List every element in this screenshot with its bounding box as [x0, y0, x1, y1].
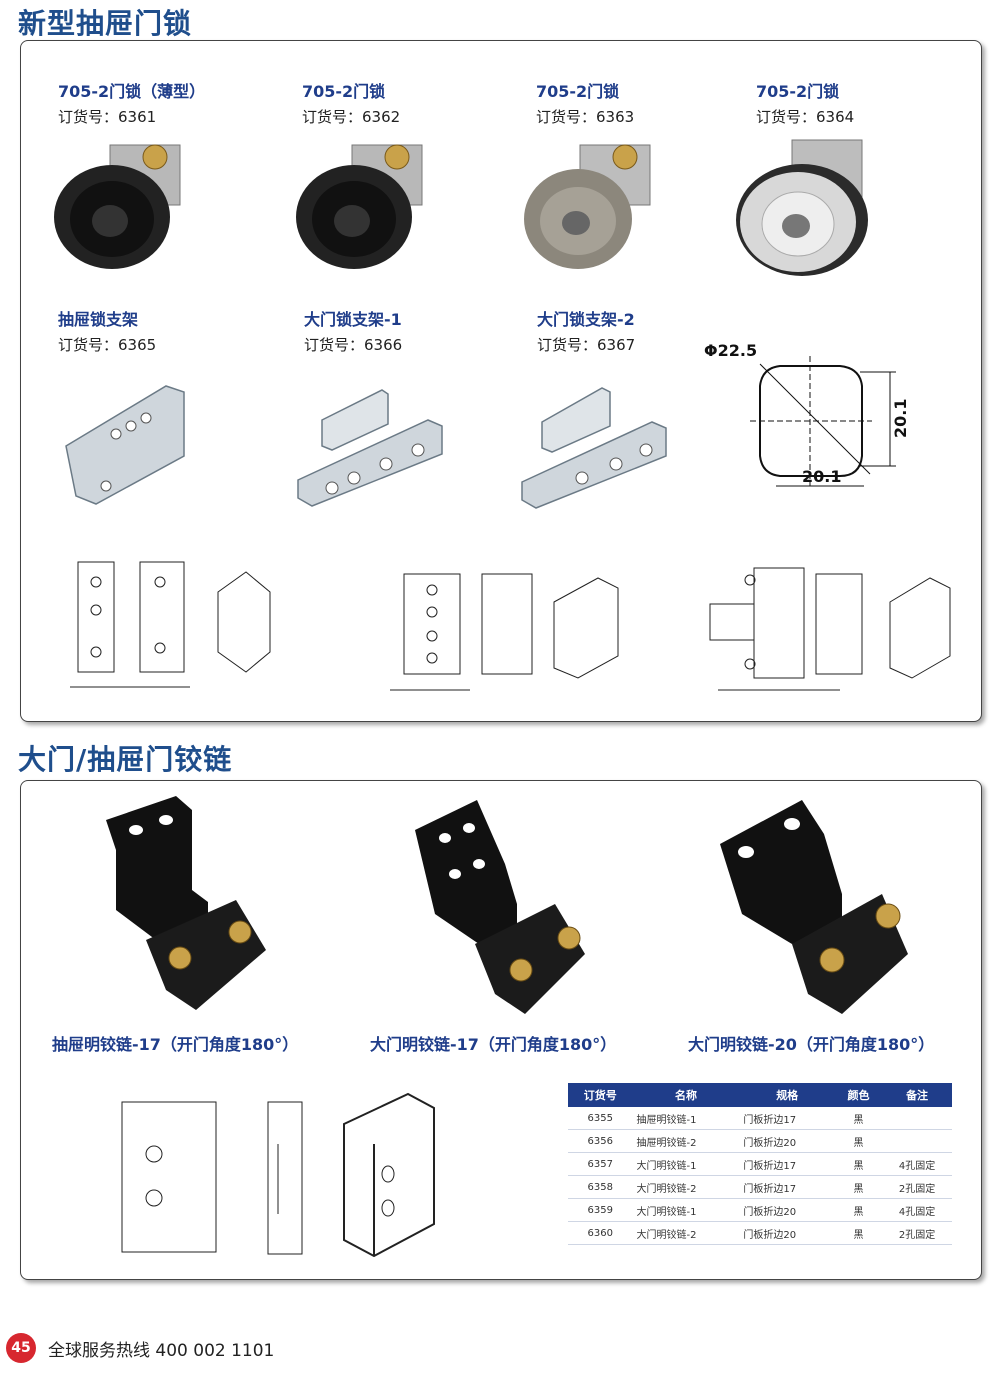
cell-order: 6357 — [568, 1152, 633, 1176]
section-title-drawer-locks: 新型抽屉门锁 — [18, 7, 193, 40]
cell-remark — [882, 1129, 952, 1153]
cell-color: 黑 — [834, 1129, 883, 1153]
bracket-image-door-2 — [521, 387, 667, 509]
page-footer: 45 全球服务热线 400 002 1101 — [6, 1333, 274, 1363]
table-row: 6357 大门明铰链-1 门板折边17 黑 4孔固定 — [568, 1152, 952, 1176]
product-order: 订货号：6363 — [536, 108, 635, 126]
cell-spec: 门板折边17 — [739, 1175, 835, 1199]
header-remark: 备注 — [882, 1083, 952, 1107]
lock-image-black — [296, 144, 423, 269]
product-order: 订货号：6362 — [302, 108, 401, 126]
product-name: 抽屉锁支架 — [58, 310, 139, 329]
cell-name: 大门明铰链-2 — [632, 1221, 740, 1245]
lock-image-grey — [524, 144, 651, 269]
cell-spec: 门板折边17 — [739, 1107, 835, 1130]
technical-drawing-drawer-bracket — [70, 561, 271, 688]
header-name: 名称 — [632, 1083, 740, 1107]
product-order: 订货号：6367 — [537, 336, 636, 354]
hinge-caption-door-17: 大门明铰链-17（开门角度180°） — [370, 1035, 617, 1054]
table-row: 6358 大门明铰链-2 门板折边17 黑 2孔固定 — [568, 1175, 952, 1199]
cell-color: 黑 — [834, 1198, 883, 1222]
cell-order: 6355 — [568, 1107, 633, 1130]
cell-name: 抽屉明铰链-2 — [632, 1129, 740, 1153]
technical-drawing-door-bracket-1 — [390, 573, 619, 691]
technical-drawing-hinge — [121, 1092, 435, 1258]
hinge-image-door-17 — [415, 800, 585, 1014]
dimension-diameter-label: Φ22.5 — [704, 341, 757, 360]
cell-remark — [882, 1107, 952, 1130]
cell-name: 大门明铰链-1 — [632, 1152, 740, 1176]
header-spec: 规格 — [739, 1083, 835, 1107]
product-name: 705-2门锁（薄型） — [58, 82, 206, 101]
product-6361: 705-2门锁（薄型） 订货号：6361 — [58, 78, 205, 127]
product-6364: 705-2门锁 订货号：6364 — [756, 78, 854, 127]
cell-order: 6359 — [568, 1198, 633, 1222]
cell-remark: 4孔固定 — [882, 1152, 952, 1176]
hinge-spec-table: 订货号 名称 规格 颜色 备注 6355 抽屉明铰链-1 门板折边17 黑 63… — [568, 1083, 952, 1245]
cutout-dimension-drawing: Φ22.5 20.1 20.1 — [704, 341, 910, 487]
product-name: 705-2门锁 — [756, 82, 840, 101]
hinge-image-drawer-17 — [106, 796, 266, 1010]
cell-order: 6358 — [568, 1175, 633, 1199]
cell-spec: 门板折边20 — [739, 1129, 835, 1153]
product-name: 705-2门锁 — [536, 82, 620, 101]
product-name: 大门锁支架-2 — [537, 310, 635, 329]
cell-name: 大门明铰链-1 — [632, 1198, 740, 1222]
product-6366: 大门锁支架-1 订货号：6366 — [304, 306, 402, 355]
bracket-image-door-1 — [297, 389, 443, 507]
header-color: 颜色 — [834, 1083, 883, 1107]
cell-color: 黑 — [834, 1221, 883, 1245]
technical-drawing-door-bracket-2 — [709, 567, 951, 691]
product-6365: 抽屉锁支架 订货号：6365 — [58, 306, 156, 355]
cell-order: 6356 — [568, 1129, 633, 1153]
cell-color: 黑 — [834, 1107, 883, 1130]
product-order: 订货号：6365 — [58, 336, 157, 354]
section-title-hinges: 大门/抽屉门铰链 — [18, 743, 233, 776]
product-6367: 大门锁支架-2 订货号：6367 — [537, 306, 635, 355]
product-order: 订货号：6361 — [58, 108, 157, 126]
cell-remark: 2孔固定 — [882, 1221, 952, 1245]
table-header-row: 订货号 名称 规格 颜色 备注 — [568, 1083, 952, 1107]
cell-name: 抽屉明铰链-1 — [632, 1107, 740, 1130]
product-order: 订货号：6366 — [304, 336, 403, 354]
dimension-width-label: 20.1 — [802, 467, 841, 486]
cell-spec: 门板折边17 — [739, 1152, 835, 1176]
product-order: 订货号：6364 — [756, 108, 855, 126]
table-row: 6360 大门明铰链-2 门板折边20 黑 2孔固定 — [568, 1221, 952, 1245]
cell-spec: 门板折边20 — [739, 1198, 835, 1222]
page-number-badge: 45 — [6, 1333, 36, 1363]
product-name: 大门锁支架-1 — [304, 310, 402, 329]
product-6362: 705-2门锁 订货号：6362 — [302, 78, 400, 127]
product-name: 705-2门锁 — [302, 82, 386, 101]
cell-name: 大门明铰链-2 — [632, 1175, 740, 1199]
bracket-image-drawer — [65, 385, 185, 505]
header-order-no: 订货号 — [568, 1083, 633, 1107]
cell-color: 黑 — [834, 1175, 883, 1199]
hinge-image-door-20 — [720, 800, 908, 1014]
cell-remark: 2孔固定 — [882, 1175, 952, 1199]
hinge-caption-drawer-17: 抽屉明铰链-17（开门角度180°） — [52, 1035, 299, 1054]
dimension-height-label: 20.1 — [891, 399, 910, 438]
product-6363: 705-2门锁 订货号：6363 — [536, 78, 634, 127]
hinge-caption-door-20: 大门明铰链-20（开门角度180°） — [688, 1035, 935, 1054]
table-row: 6356 抽屉明铰链-2 门板折边20 黑 — [568, 1129, 952, 1153]
service-hotline: 全球服务热线 400 002 1101 — [48, 1340, 275, 1361]
table-row: 6355 抽屉明铰链-1 门板折边17 黑 — [568, 1107, 952, 1130]
lock-image-silver — [736, 139, 868, 276]
cell-spec: 门板折边20 — [739, 1221, 835, 1245]
cell-remark: 4孔固定 — [882, 1198, 952, 1222]
lock-image-black-thin — [54, 144, 181, 269]
cell-color: 黑 — [834, 1152, 883, 1176]
cell-order: 6360 — [568, 1221, 633, 1245]
table-row: 6359 大门明铰链-1 门板折边20 黑 4孔固定 — [568, 1198, 952, 1222]
